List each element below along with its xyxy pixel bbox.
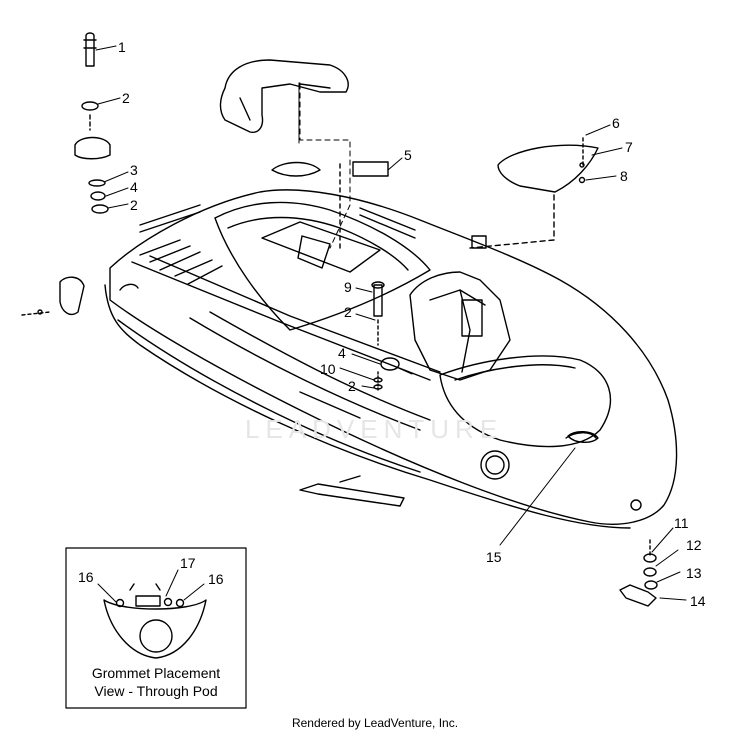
callout-8: 8 [620,168,628,184]
callout-13: 13 [686,565,702,581]
leader-lines [95,45,687,603]
callout-5: 5 [404,147,412,163]
handle-pole [219,59,349,133]
inset-caption-line-1: Grommet Placement [91,665,221,681]
pad-15 [567,431,599,443]
callout-2-c: 2 [344,304,352,320]
callout-3: 3 [130,162,138,178]
left-cap [21,276,85,316]
callout-11: 11 [674,515,689,531]
callout-10: 10 [320,361,336,377]
bolt-assembly-top-left [74,32,111,214]
callout-labels: 1 2 3 4 2 5 6 7 8 9 2 4 10 2 11 12 13 14… [78,39,706,609]
callout-12: 12 [686,537,702,553]
callout-2-b: 2 [130,197,138,213]
bracket-7 [469,137,599,249]
callout-9: 9 [344,279,352,295]
callout-4-a: 4 [130,179,138,195]
callout-16-b: 16 [208,571,224,587]
callout-14: 14 [690,593,706,609]
side-molding [271,161,321,177]
hardware-stack-bottom-right [619,539,658,607]
callout-2-a: 2 [122,90,130,106]
callout-4-b: 4 [338,345,346,361]
inset-box [65,547,247,709]
hull [104,189,678,529]
watermark: LEADVENTURE [245,414,504,444]
callout-15: 15 [486,549,502,565]
callout-6: 6 [612,115,620,131]
inset-caption: Grommet Placement View - Through Pod [66,664,246,700]
callout-2-d: 2 [348,378,356,394]
plate-5 [339,159,389,249]
callout-16-a: 16 [78,569,94,585]
callout-7: 7 [625,139,633,155]
inset-caption-line-2: View - Through Pod [94,683,218,699]
callout-17: 17 [180,555,196,571]
callout-1: 1 [118,39,126,55]
center-bolt-stack [371,281,400,393]
bottom-strip [299,475,405,507]
footer-credit: Rendered by LeadVenture, Inc. [291,716,459,730]
